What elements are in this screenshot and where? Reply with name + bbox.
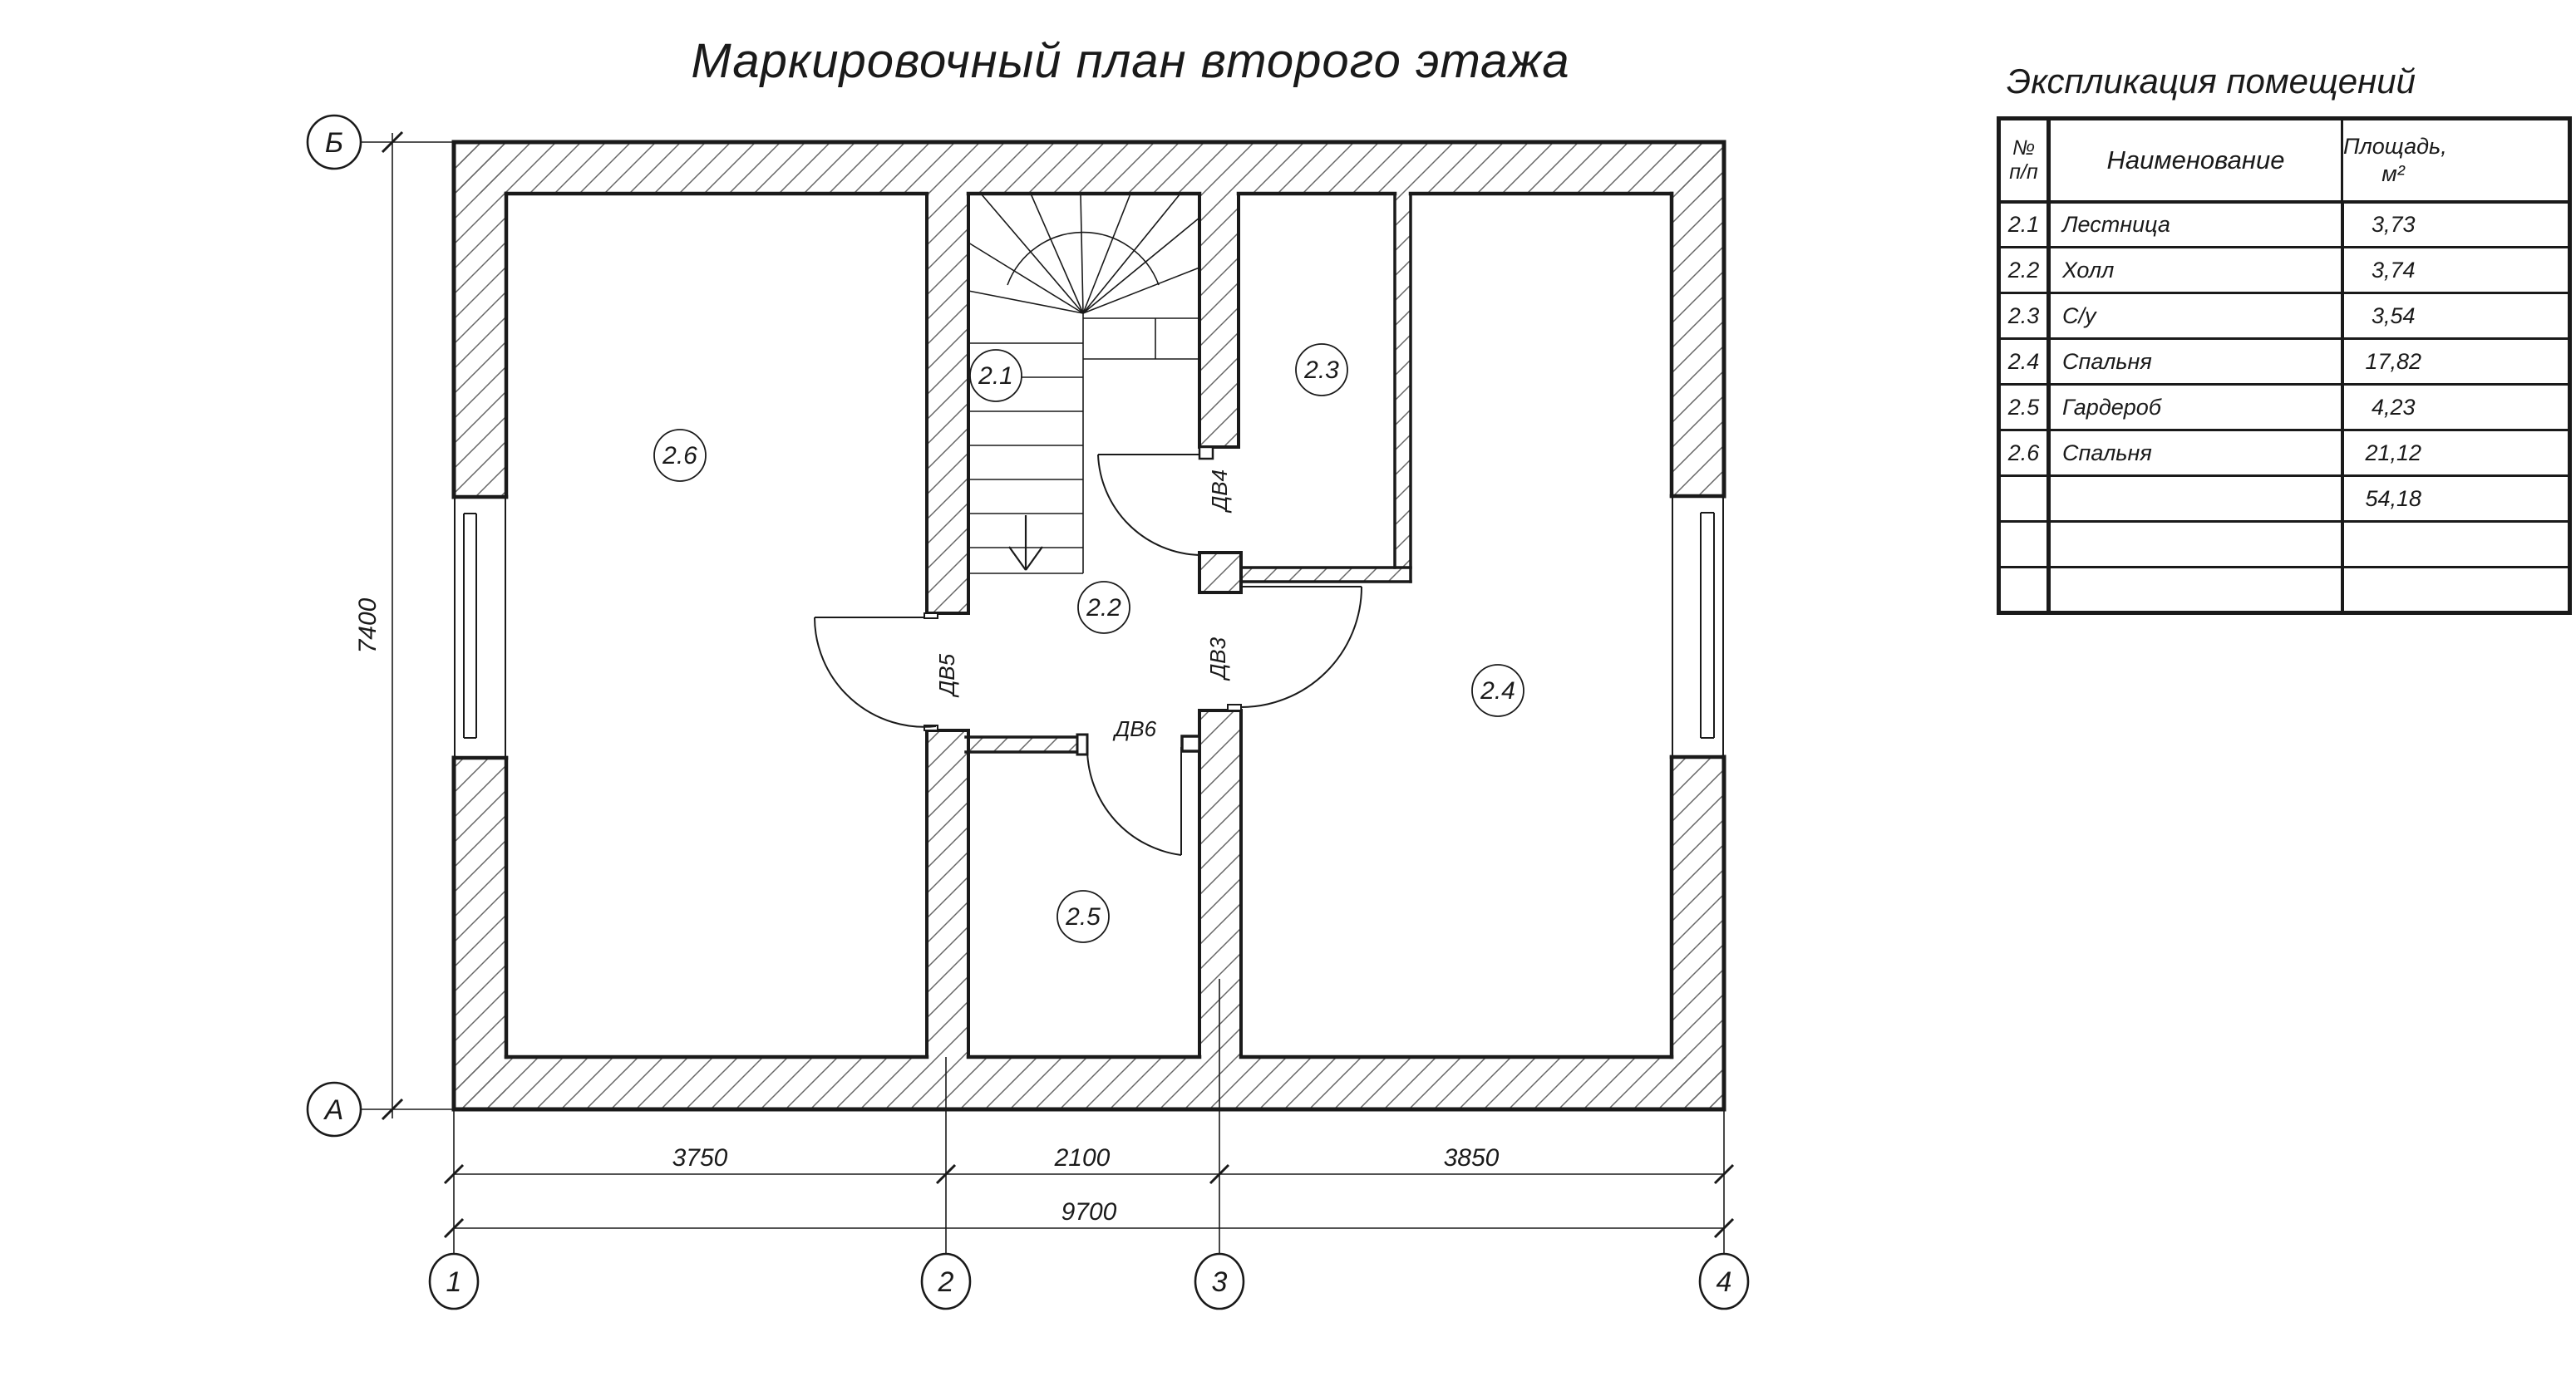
svg-text:2.6: 2.6 (662, 442, 697, 469)
axis-label-1: 1 (446, 1266, 462, 1298)
axis-circle-4 (1698, 1252, 1750, 1310)
door-label-dv4: ДВ4 (1207, 469, 1232, 514)
wall-stairs-23 (1199, 194, 1239, 447)
door-label-dv5: ДВ5 (934, 653, 959, 698)
stairs-down-arrow (1008, 515, 1043, 571)
plan-title: Маркировочный план второго этажа (691, 34, 1570, 88)
door-labels: ДВ5 ДВ4 ДВ3 ДВ6 (934, 469, 1232, 741)
axis-circle-b (306, 114, 362, 170)
total-area: 54,18 (2341, 474, 2571, 523)
axis-left: Б А 7400 (306, 114, 454, 1138)
wall-bottom (454, 1057, 1724, 1109)
axis-label-2: 2 (938, 1266, 954, 1298)
explication-title: Экспликация помещений (2007, 61, 2416, 101)
table-row-empty (1997, 566, 2571, 614)
window-left (454, 497, 506, 758)
dimensions-bottom: 3750 2100 3850 9700 1 2 3 4 (428, 979, 1750, 1310)
wall-top (454, 142, 1724, 194)
svg-text:2.3: 2.3 (1303, 356, 1339, 384)
axis-label-3: 3 (1212, 1266, 1228, 1298)
door-dv3 (1239, 586, 1362, 709)
dim-height: 7400 (354, 597, 382, 653)
dim-total-width: 9700 (1061, 1198, 1117, 1226)
wall-23-24-partition (1395, 194, 1411, 568)
table-row: 2.6 Спальня 21,12 (1997, 429, 2571, 477)
wall-block-corner-23 (1198, 551, 1243, 594)
room-label-2-1: 2.1 (969, 349, 1022, 402)
stairs (968, 193, 1200, 574)
room-label-2-4: 2.4 (1471, 664, 1524, 717)
room-label-2-5: 2.5 (1057, 890, 1110, 943)
wall-26-25-lower (927, 730, 968, 1057)
wall-left-lower (454, 758, 506, 1109)
wall-26-stairs-upper (927, 194, 968, 613)
axis-label-a: А (323, 1094, 344, 1126)
dim-span-3-4: 3850 (1444, 1144, 1500, 1172)
header-name: Наименование (2047, 117, 2343, 204)
wall-right-upper (1672, 142, 1724, 496)
dim-span-2-3: 2100 (1054, 1144, 1111, 1172)
wall-25-top (966, 737, 1077, 752)
svg-text:2.5: 2.5 (1065, 903, 1101, 931)
door-frame-stubs (924, 445, 1242, 756)
walls-hatch (454, 142, 1724, 1109)
header-area: Площадь,м² (2341, 117, 2571, 204)
table-row: 2.4 Спальня 17,82 (1997, 337, 2571, 386)
axis-label-4: 4 (1717, 1266, 1732, 1298)
axis-circle-1 (428, 1252, 480, 1310)
table-row-total: 54,18 (1997, 474, 2571, 523)
axis-circle-3 (1194, 1252, 1245, 1310)
axis-circle-2 (920, 1252, 972, 1310)
door-dv5 (814, 617, 937, 728)
svg-text:2.2: 2.2 (1086, 594, 1121, 622)
table-row-empty (1997, 520, 2571, 568)
door-dv4 (1097, 454, 1200, 556)
window-right (1672, 496, 1724, 757)
door-dv6 (1086, 747, 1182, 856)
room-label-2-6: 2.6 (653, 429, 707, 482)
svg-text:2.1: 2.1 (978, 362, 1013, 390)
wall-23-bottom (1241, 568, 1411, 582)
axis-circle-a (306, 1081, 362, 1138)
axis-circles-bottom (428, 1252, 1750, 1310)
room-label-2-3: 2.3 (1295, 343, 1348, 396)
wall-left-upper (454, 142, 506, 497)
door-label-dv6: ДВ6 (1112, 716, 1157, 741)
dim-span-1-2: 3750 (672, 1144, 728, 1172)
room-label-2-2: 2.2 (1077, 581, 1130, 634)
table-row: 2.3 С/у 3,54 (1997, 292, 2571, 340)
door-label-dv3: ДВ3 (1205, 637, 1230, 681)
wall-right-lower (1672, 757, 1724, 1109)
table-row: 2.1 Лестница 3,73 (1997, 200, 2571, 248)
table-row: 2.2 Холл 3,74 (1997, 246, 2571, 294)
doors (814, 454, 1362, 856)
table-row: 2.5 Гардероб 4,23 (1997, 383, 2571, 431)
wall-25-24 (1199, 710, 1241, 1057)
svg-text:2.4: 2.4 (1480, 677, 1515, 705)
room-labels: 2.1 2.2 2.3 2.4 2.5 2.6 (653, 343, 1524, 943)
axis-label-b: Б (325, 127, 343, 159)
